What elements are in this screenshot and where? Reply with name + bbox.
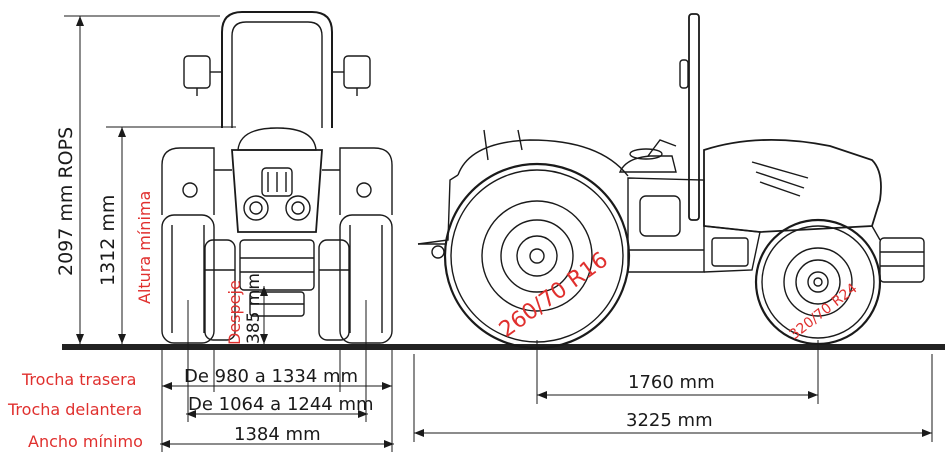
rear-track-value: De 980 a 1334 mm bbox=[184, 366, 358, 387]
length-value: 3225 mm bbox=[626, 410, 713, 431]
dimension-rear-track bbox=[162, 382, 392, 390]
dimension-rops-height bbox=[64, 15, 220, 344]
min-width-label: Ancho mínimo bbox=[28, 432, 143, 451]
rops-height-label: 2097 mm ROPS bbox=[55, 127, 77, 276]
ground-line bbox=[62, 344, 945, 350]
dimension-front-track bbox=[186, 410, 368, 418]
rear-track-label: Trocha trasera bbox=[21, 370, 136, 389]
tractor-side-view bbox=[417, 13, 925, 350]
dimension-clearance bbox=[260, 286, 268, 344]
wheelbase-value: 1760 mm bbox=[628, 372, 715, 393]
extension-lines-front bbox=[161, 300, 393, 452]
clearance-label: 385 mm bbox=[244, 273, 264, 344]
dimension-height bbox=[106, 126, 236, 344]
dimension-min-width bbox=[160, 440, 394, 448]
dimension-wheelbase bbox=[536, 340, 819, 404]
height-label: 1312 mm bbox=[97, 195, 119, 286]
dimension-length bbox=[413, 354, 933, 442]
clearance-text: Despeje bbox=[225, 280, 244, 345]
front-track-label: Trocha delantera bbox=[7, 400, 142, 419]
tractor-front-view bbox=[161, 11, 393, 344]
min-height-label: Altura mínima bbox=[135, 191, 154, 304]
min-width-value: 1384 mm bbox=[234, 424, 321, 445]
front-track-value: De 1064 a 1244 mm bbox=[188, 394, 374, 415]
